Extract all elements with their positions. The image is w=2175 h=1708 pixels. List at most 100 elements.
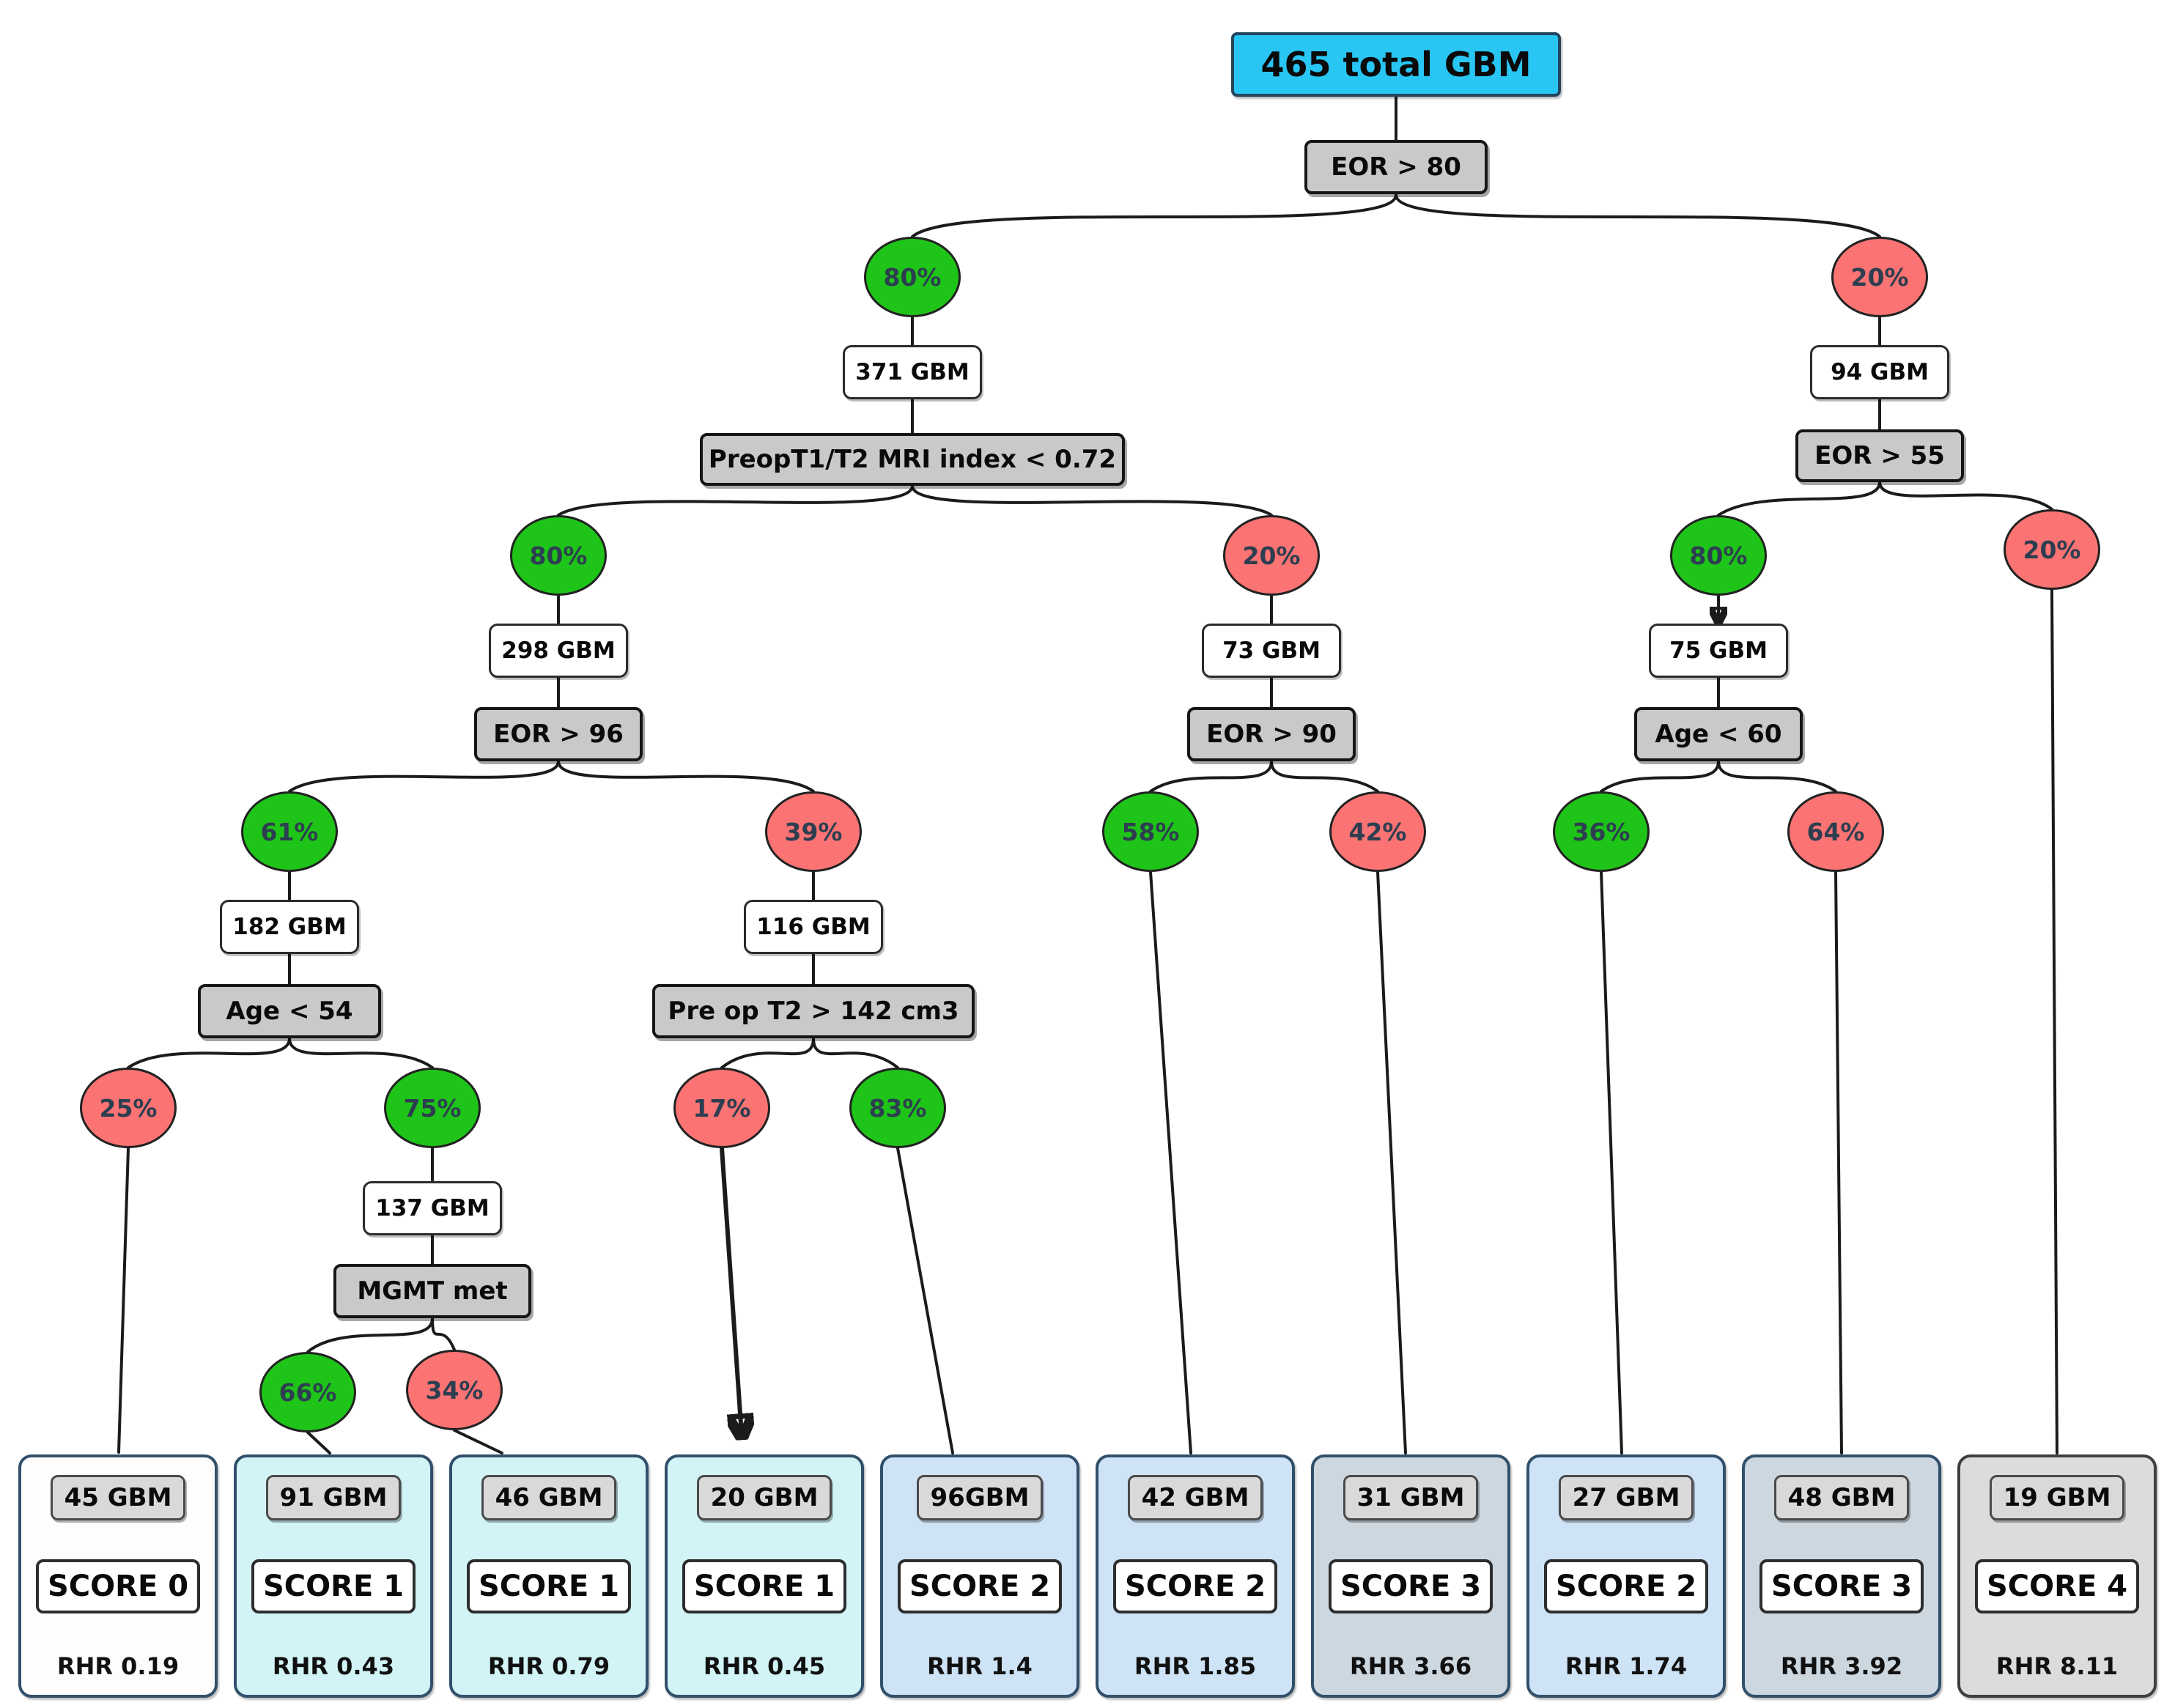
edge (557, 484, 914, 517)
leaf-score: SCORE 1 (682, 1559, 847, 1613)
leaf-score: SCORE 1 (466, 1559, 632, 1613)
count-371-gbm: 371 GBM (843, 345, 982, 399)
oval-80pct-mri-left: 80% (510, 515, 607, 596)
leaf-rhr: RHR 3.92 (1780, 1652, 1903, 1680)
count-182-gbm: 182 GBM (220, 900, 359, 954)
edge (911, 193, 1397, 238)
edge (720, 1146, 742, 1435)
edge (1834, 870, 1843, 1454)
edge (1600, 760, 1720, 793)
leaf-card-score-1a: 91 GBM SCORE 1 RHR 0.43 (234, 1454, 433, 1698)
edge (1878, 481, 2053, 511)
edge (1600, 870, 1623, 1454)
edge (288, 1037, 434, 1069)
edge (431, 1317, 456, 1351)
oval-20pct-eor55-right: 20% (2004, 509, 2100, 590)
leaf-gbm-count: 45 GBM (50, 1475, 186, 1520)
edge (1376, 870, 1407, 1454)
edge (1149, 760, 1273, 793)
oval-20pct-right: 20% (1831, 237, 1928, 317)
leaf-score: SCORE 1 (251, 1559, 416, 1613)
leaf-card-score-2c: 27 GBM SCORE 2 RHR 1.74 (1526, 1454, 1726, 1698)
leaf-rhr: RHR 1.85 (1134, 1652, 1257, 1680)
decision-mgmt-met: MGMT met (333, 1264, 531, 1318)
oval-34pct: 34% (406, 1350, 503, 1430)
edge (1395, 193, 1881, 238)
oval-58pct: 58% (1102, 791, 1199, 872)
oval-80pct-eor55-left: 80% (1670, 515, 1767, 596)
root-node-total-gbm: 465 total GBM (1231, 32, 1561, 97)
leaf-gbm-count: 19 GBM (1989, 1475, 2125, 1520)
decision-eor-55: EOR > 55 (1795, 429, 1964, 482)
edge (453, 1429, 503, 1454)
count-116-gbm: 116 GBM (744, 900, 883, 954)
leaf-score: SCORE 4 (1974, 1559, 2140, 1613)
edge (557, 760, 815, 793)
edge (1149, 870, 1192, 1454)
edge (1717, 760, 1837, 793)
leaf-card-score-3b: 48 GBM SCORE 3 RHR 3.92 (1742, 1454, 1941, 1698)
decision-eor-90: EOR > 90 (1187, 707, 1356, 761)
count-94-gbm: 94 GBM (1810, 345, 1949, 399)
count-137-gbm: 137 GBM (363, 1181, 502, 1235)
oval-75pct: 75% (384, 1068, 481, 1148)
leaf-gbm-count: 46 GBM (481, 1475, 617, 1520)
leaf-card-score-1c: 20 GBM SCORE 1 RHR 0.45 (665, 1454, 864, 1698)
decision-age-60: Age < 60 (1634, 707, 1803, 761)
leaf-rhr: RHR 0.43 (272, 1652, 395, 1680)
leaf-gbm-count: 91 GBM (265, 1475, 402, 1520)
leaf-card-score-2a: 96GBM SCORE 2 RHR 1.4 (880, 1454, 1079, 1698)
oval-25pct: 25% (80, 1068, 177, 1148)
leaf-card-score-2b: 42 GBM SCORE 2 RHR 1.85 (1096, 1454, 1295, 1698)
decision-preop-t1t2-index: PreopT1/T2 MRI index < 0.72 (700, 433, 1125, 486)
edge (720, 1037, 815, 1069)
oval-61pct: 61% (241, 791, 338, 872)
leaf-card-score-1b: 46 GBM SCORE 1 RHR 0.79 (449, 1454, 649, 1698)
decision-preop-t2-volume: Pre op T2 > 142 cm3 (652, 984, 975, 1038)
leaf-rhr: RHR 3.66 (1349, 1652, 1472, 1680)
leaf-rhr: RHR 0.45 (703, 1652, 826, 1680)
edge (896, 1147, 954, 1454)
edge (127, 1037, 291, 1069)
count-75-gbm: 75 GBM (1649, 624, 1788, 678)
edge (812, 1037, 899, 1069)
decision-age-54: Age < 54 (198, 984, 381, 1038)
leaf-gbm-count: 48 GBM (1773, 1475, 1910, 1520)
oval-80pct-left: 80% (864, 237, 961, 317)
edge (117, 1147, 130, 1454)
leaf-gbm-count: 96GBM (916, 1475, 1044, 1520)
edge (1270, 760, 1379, 793)
oval-39pct: 39% (765, 791, 862, 872)
leaf-score: SCORE 2 (1543, 1559, 1709, 1613)
edge (2050, 588, 2058, 1454)
oval-17pct: 17% (673, 1068, 770, 1148)
edge (288, 760, 560, 793)
edge (306, 1431, 331, 1454)
oval-36pct: 36% (1553, 791, 1650, 872)
leaf-score: SCORE 3 (1328, 1559, 1493, 1613)
leaf-score: SCORE 3 (1759, 1559, 1924, 1613)
leaf-rhr: RHR 8.11 (1995, 1652, 2119, 1680)
edge (911, 484, 1273, 517)
oval-64pct: 64% (1787, 791, 1884, 872)
count-298-gbm: 298 GBM (489, 624, 628, 678)
decision-eor-80: EOR > 80 (1304, 140, 1488, 194)
leaf-card-score-4: 19 GBM SCORE 4 RHR 8.11 (1957, 1454, 2157, 1698)
leaf-rhr: RHR 0.79 (487, 1652, 610, 1680)
leaf-card-score-0: 45 GBM SCORE 0 RHR 0.19 (18, 1454, 218, 1698)
leaf-gbm-count: 31 GBM (1343, 1475, 1479, 1520)
leaf-rhr: RHR 1.74 (1565, 1652, 1688, 1680)
leaf-rhr: RHR 1.4 (927, 1652, 1033, 1680)
leaf-gbm-count: 42 GBM (1127, 1475, 1263, 1520)
edge (1717, 481, 1881, 517)
oval-83pct: 83% (849, 1068, 946, 1148)
leaf-score: SCORE 2 (1112, 1559, 1278, 1613)
leaf-gbm-count: 20 GBM (696, 1475, 832, 1520)
leaf-gbm-count: 27 GBM (1558, 1475, 1694, 1520)
oval-42pct: 42% (1329, 791, 1426, 872)
leaf-rhr: RHR 0.19 (56, 1652, 180, 1680)
leaf-score: SCORE 2 (897, 1559, 1063, 1613)
oval-20pct-mri-right: 20% (1223, 515, 1320, 596)
